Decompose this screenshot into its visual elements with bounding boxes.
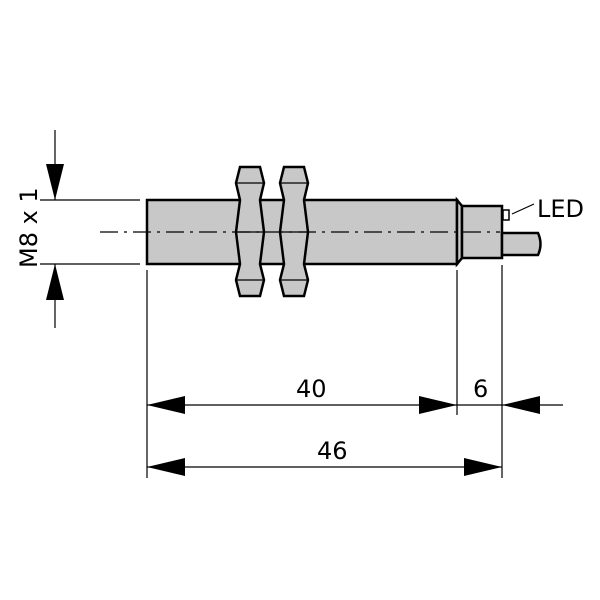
led-indicator <box>502 209 510 221</box>
dim40-arrow-right <box>419 396 457 414</box>
dim6-arrow-right <box>502 396 540 414</box>
dim40-label: 40 <box>296 375 327 403</box>
led-label: LED <box>537 195 584 223</box>
sensor-tail <box>460 204 504 260</box>
dim46-arrow-right <box>464 458 502 476</box>
led-leader-line <box>511 203 535 215</box>
thread-arrow-top <box>46 164 64 200</box>
thread-arrow-bottom <box>46 264 64 300</box>
dim46-arrow-left <box>147 458 185 476</box>
dim6-label: 6 <box>473 375 488 403</box>
thread-label: M8 x 1 <box>15 187 43 268</box>
dim46-label: 46 <box>317 437 348 465</box>
dim40-arrow-left <box>147 396 185 414</box>
cable <box>500 231 542 257</box>
